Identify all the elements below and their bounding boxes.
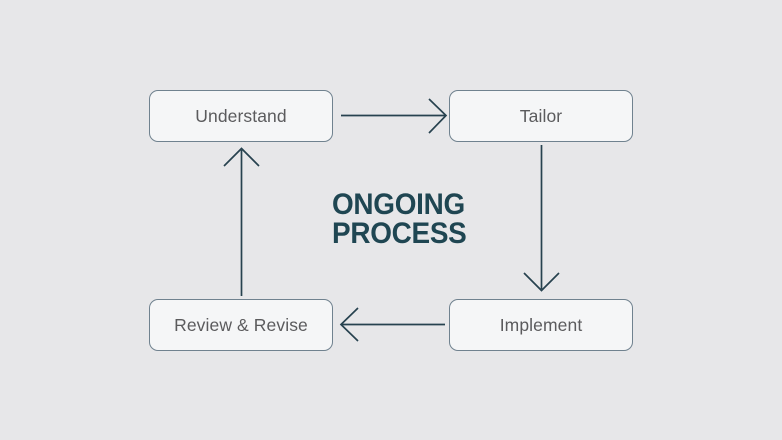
node-understand[interactable]: Understand (149, 90, 333, 142)
arrow-tailor-to-implement (523, 145, 560, 292)
node-tailor-label: Tailor (519, 105, 563, 126)
node-implement-label: Implement (499, 314, 583, 335)
caption-line-2: PROCESS (332, 217, 467, 251)
node-implement[interactable]: Implement (449, 299, 633, 351)
arrow-understand-to-tailor (341, 98, 448, 134)
diagram-center-caption: ONGOING PROCESS (332, 188, 492, 251)
arrow-implement-to-review (339, 307, 445, 342)
arrow-review-to-understand (223, 147, 260, 296)
node-review-label: Review & Revise (174, 314, 308, 335)
node-review[interactable]: Review & Revise (149, 299, 333, 351)
caption-line-1: ONGOING (332, 188, 465, 221)
node-tailor[interactable]: Tailor (449, 90, 633, 142)
node-understand-label: Understand (195, 105, 287, 126)
